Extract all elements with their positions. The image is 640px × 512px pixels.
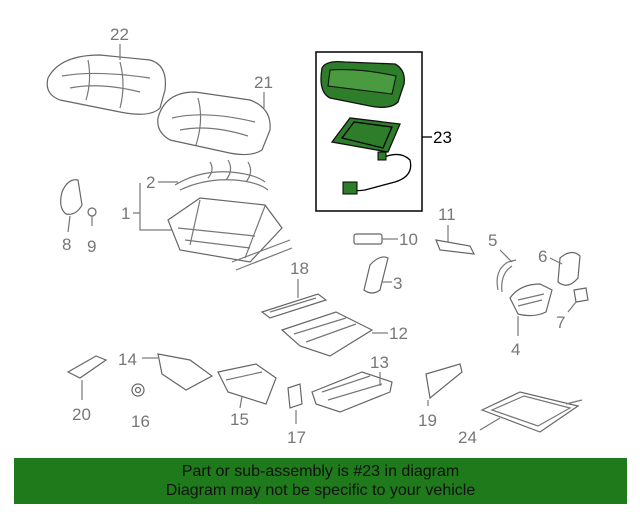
callout-1: 1 — [121, 204, 130, 223]
callout-5: 5 — [488, 231, 497, 250]
callout-22: 22 — [110, 25, 129, 44]
part-20-tray[interactable] — [66, 355, 108, 379]
callout-24: 24 — [458, 428, 477, 447]
callout-18: 18 — [290, 259, 309, 278]
callout-20: 20 — [72, 405, 91, 424]
callout-15: 15 — [230, 410, 249, 429]
callout-17: 17 — [287, 428, 306, 447]
part-13-seat-track[interactable] — [311, 371, 393, 413]
callout-10: 10 — [399, 230, 418, 249]
part-22-seat-pad[interactable] — [46, 54, 167, 115]
part-21-cushion-cover[interactable] — [157, 91, 271, 156]
banner-line-2: Diagram may not be specific to your vehi… — [165, 482, 476, 499]
callout-9: 9 — [87, 237, 96, 256]
callout-19: 19 — [418, 411, 437, 430]
part-19-side-trim[interactable] — [425, 363, 463, 400]
callout-7: 7 — [556, 313, 565, 332]
part-5-handle-trim[interactable] — [496, 259, 517, 293]
parts-diagram: 22 21 23 2 1 8 — [46, 25, 589, 447]
part-12-base-frame[interactable] — [280, 311, 374, 357]
callout-11: 11 — [438, 205, 456, 224]
part-23-highlight-box[interactable] — [315, 51, 423, 212]
callout-2: 2 — [146, 173, 155, 192]
part-3-trim-piece[interactable] — [363, 256, 389, 294]
part-4-switch-cover[interactable] — [509, 283, 553, 317]
part-17-clip[interactable] — [287, 383, 303, 409]
part-9-screw[interactable] — [87, 207, 97, 226]
part-2-seat-springs[interactable] — [174, 159, 269, 191]
callout-16: 16 — [131, 412, 150, 431]
callout-13: 13 — [370, 353, 389, 372]
callout-4: 4 — [511, 340, 520, 359]
callout-3: 3 — [393, 274, 402, 293]
callout-12: 12 — [389, 324, 408, 343]
part-7-knob[interactable] — [573, 287, 589, 303]
callout-23: 23 — [433, 128, 452, 147]
part-24-heating-mat[interactable] — [480, 391, 583, 433]
part-14-lower-cover[interactable] — [157, 353, 214, 391]
part-11-bracket[interactable] — [435, 239, 476, 255]
part-18-trim-panel[interactable] — [260, 293, 328, 319]
part-8-trim-cover[interactable] — [60, 179, 83, 215]
callout-14: 14 — [118, 350, 137, 369]
part-10-clip[interactable] — [353, 233, 383, 245]
callout-6: 6 — [538, 247, 547, 266]
callout-8: 8 — [62, 235, 71, 254]
part-15-storage-tray[interactable] — [217, 363, 277, 405]
part-1-seat-frame[interactable] — [167, 197, 293, 271]
disclaimer-banner: Part or sub-assembly is #23 in diagram D… — [14, 458, 627, 504]
part-6-side-cover[interactable] — [557, 251, 581, 286]
part-16-grommet[interactable] — [131, 383, 145, 397]
callout-21: 21 — [254, 73, 273, 92]
banner-line-1: Part or sub-assembly is #23 in diagram — [181, 463, 460, 480]
